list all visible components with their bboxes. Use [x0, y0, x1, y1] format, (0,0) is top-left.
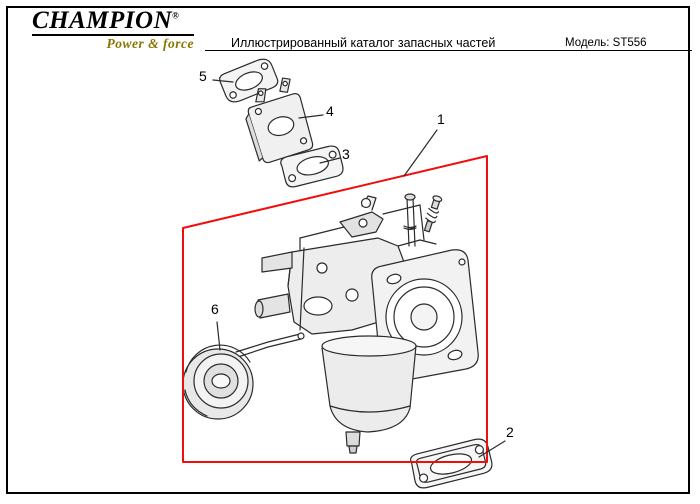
leader-line-6 [216, 321, 221, 351]
page-border [6, 6, 690, 494]
brand-tagline: Power & force [106, 36, 194, 51]
leader-line-4 [298, 114, 324, 119]
callout-1: 1 [437, 111, 445, 127]
leader-line-2 [478, 440, 506, 458]
registered-mark: ® [172, 10, 180, 21]
brand-logo: CHAMPION® Power & force [32, 8, 194, 52]
gasket-bottom-drawing [410, 438, 493, 489]
primer-drawing [182, 332, 305, 420]
logo-underline [32, 34, 194, 36]
gasket-top-drawing [219, 58, 279, 103]
page-title: Иллюстрированный каталог запасных частей [231, 36, 496, 50]
callout-4: 4 [326, 103, 334, 119]
brand-logo-text: CHAMPION® [32, 8, 194, 33]
gasket-mid-drawing [280, 145, 344, 188]
callout-2: 2 [506, 424, 514, 440]
leader-line-5 [212, 79, 234, 83]
model-label: Модель: ST556 [565, 37, 647, 49]
callout-5: 5 [199, 68, 207, 84]
carburetor-drawing [254, 193, 479, 454]
brand-name: CHAMPION [32, 7, 173, 34]
callout-6: 6 [211, 301, 219, 317]
leader-line-1 [403, 129, 438, 177]
callout-3: 3 [342, 146, 350, 162]
highlight-box [182, 155, 488, 463]
header-divider [205, 50, 692, 51]
leader-line-3 [319, 157, 341, 164]
